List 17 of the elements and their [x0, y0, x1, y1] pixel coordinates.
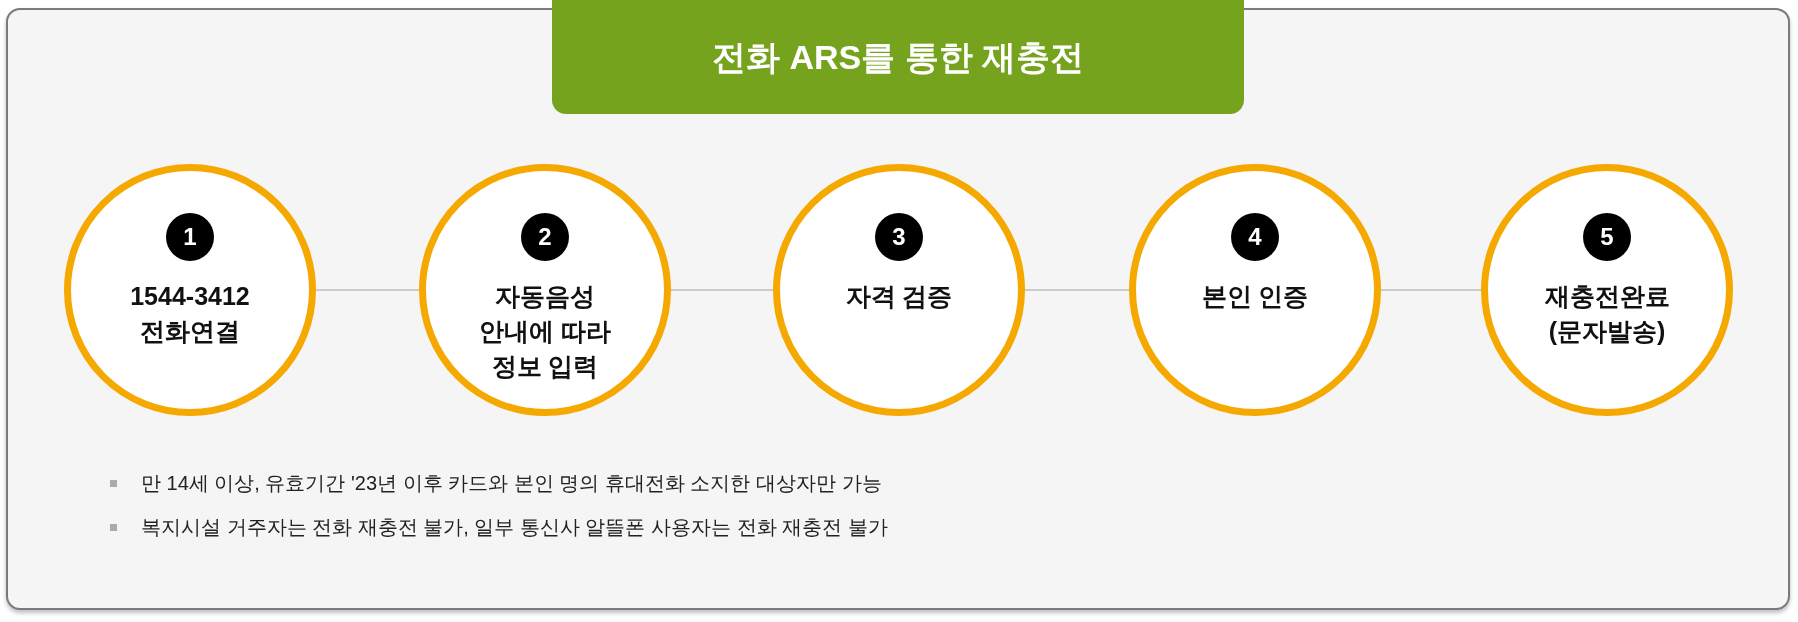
connector-line [1380, 289, 1482, 291]
step-number: 5 [1583, 213, 1631, 261]
note-text: 복지시설 거주자는 전화 재충전 불가, 일부 통신사 알뜰폰 사용자는 전화 재충전 불가 [141, 515, 888, 540]
step-text: 본인 인증 [1200, 281, 1310, 312]
note-text: 만 14세 이상, 유효기간 '23년 이후 카드와 본인 명의 휴대전화 소지한 대상자만 가능 [141, 471, 882, 496]
connector-line [315, 289, 420, 291]
step-text: 자동음성 안내에 따라 정보 입력 [478, 281, 612, 382]
step-text: 1544-3412 전화연결 [129, 281, 251, 347]
step-text: 자격 검증 [844, 281, 954, 312]
step-number: 4 [1231, 213, 1279, 261]
step-number: 1 [166, 213, 214, 261]
step-number: 3 [875, 213, 923, 261]
title-banner: 전화 ARS를 통한 재충전 [552, 0, 1244, 114]
connector-line [1024, 289, 1130, 291]
step-text: 재충전완료 (문자발송) [1543, 281, 1671, 347]
connector-line [670, 289, 774, 291]
step-number: 2 [521, 213, 569, 261]
